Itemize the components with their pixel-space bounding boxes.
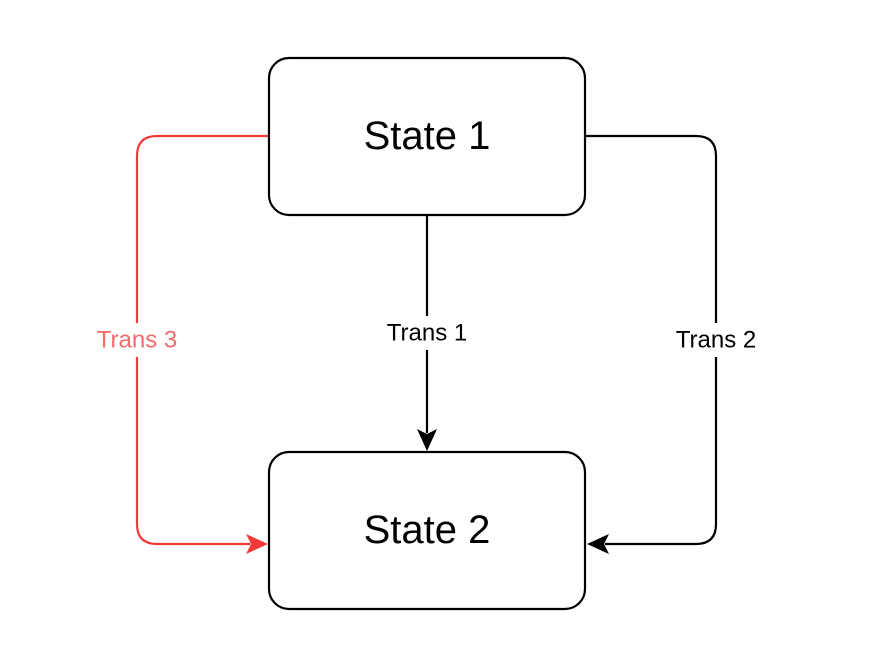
- edge-label-group-trans-2: Trans 2: [666, 323, 766, 357]
- edge-label-trans-3: Trans 3: [97, 327, 177, 354]
- arrowhead-trans-2: [587, 534, 609, 554]
- state-node-1: State 1: [267, 56, 587, 217]
- state-node-2: State 2: [267, 450, 587, 611]
- state-label-2: State 2: [364, 508, 491, 552]
- edge-label-trans-2: Trans 2: [676, 327, 756, 354]
- state-label-1: State 1: [364, 114, 491, 158]
- arrowhead-trans-3: [246, 534, 268, 554]
- edge-label-group-trans-1: Trans 1: [377, 316, 477, 350]
- edge-label-trans-1: Trans 1: [387, 320, 467, 347]
- arrowhead-trans-1: [417, 429, 437, 451]
- edge-label-group-trans-3: Trans 3: [87, 323, 187, 357]
